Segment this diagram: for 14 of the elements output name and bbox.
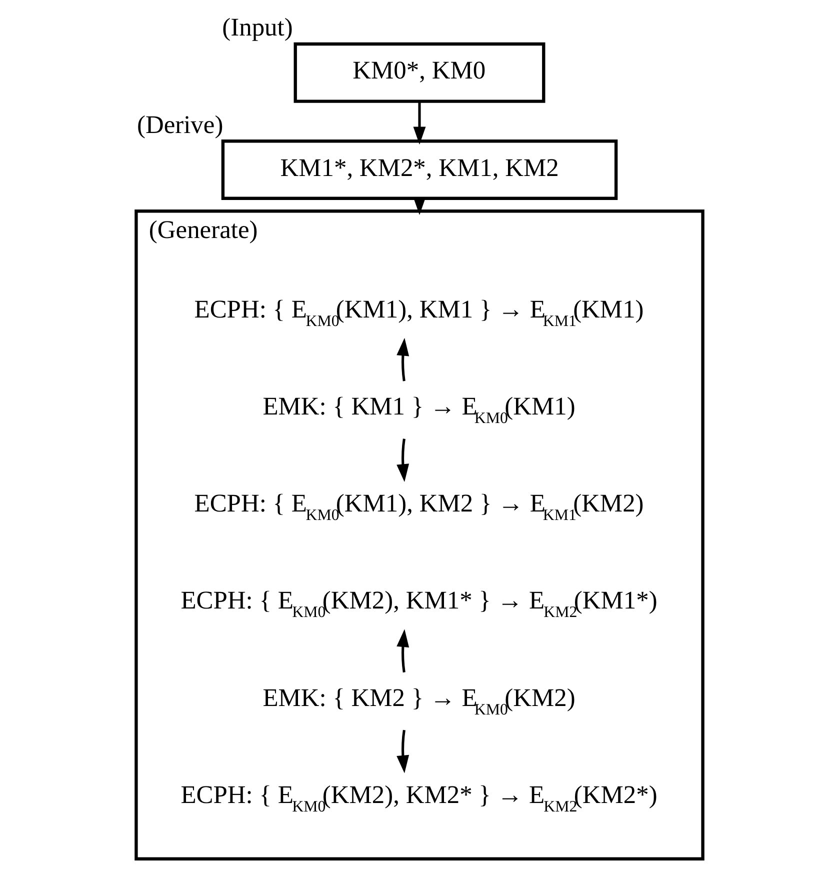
node-text: EMK: { KM2 } → E$_{KM0}$(KM2) bbox=[262, 682, 575, 718]
node-box: KM0*, KM0 bbox=[293, 42, 545, 102]
arrow bbox=[396, 729, 409, 773]
node-text: ECPH: { E$_{KM0}$(KM2), KM2* } → E$_{KM2}$(KM2*) bbox=[180, 779, 657, 815]
node-text: ECPH: { E$_{KM0}$(KM1), KM2 } → E$_{KM1}$(KM2) bbox=[194, 488, 644, 524]
node-text: ECPH: { E$_{KM0}$(KM2), KM1* } → E$_{KM2}$(KM1*) bbox=[180, 585, 657, 621]
arrow bbox=[412, 100, 426, 144]
arrow bbox=[396, 337, 409, 381]
arrow bbox=[396, 438, 409, 482]
arrow bbox=[396, 628, 409, 672]
node-label: (Derive) bbox=[136, 109, 223, 138]
node-label: (Input) bbox=[222, 12, 292, 42]
node-text: ECPH: { E$_{KM0}$(KM1), KM1 } → E$_{KM1}$(KM1) bbox=[194, 294, 644, 330]
node-text: EMK: { KM1 } → E$_{KM0}$(KM1) bbox=[262, 391, 575, 427]
